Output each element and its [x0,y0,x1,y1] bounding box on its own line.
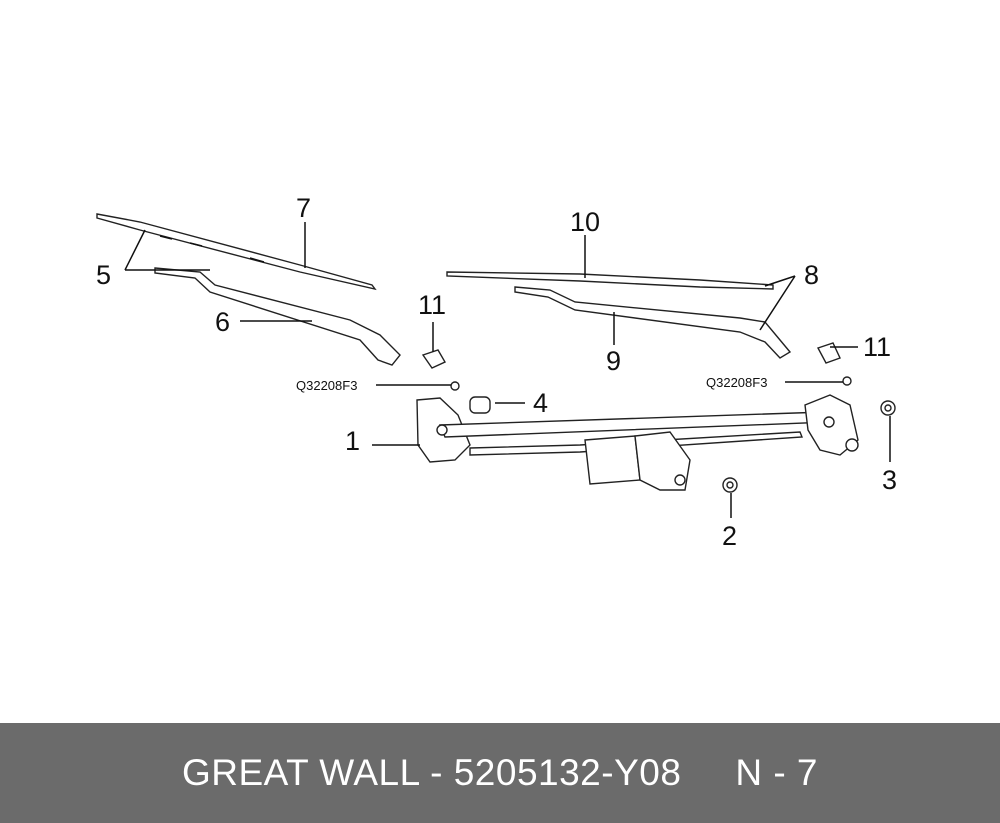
page-ref: N - 7 [735,752,819,793]
callout-3: 3 [882,465,897,495]
wiper-assembly-diagram: 7 5 6 11 Q32208F3 4 1 10 8 9 11 Q32208F3… [96,193,897,551]
part-number: 5205132-Y08 [453,752,682,793]
nut-left [450,381,460,391]
cap-left [421,349,446,369]
footer-banner: GREAT WALL - 5205132-Y08 N - 7 [0,723,1000,823]
callout-8: 8 [804,260,819,290]
left-wiper-arm [154,267,401,366]
leader-lines [124,222,891,518]
callout-7: 7 [296,193,311,223]
right-wiper-blade [446,271,774,290]
code-label-left: Q32208F3 [296,378,357,393]
cap-right [816,342,841,364]
callout-6: 6 [215,307,230,337]
separator: - [419,752,454,793]
callout-4: 4 [533,388,548,418]
callout-10: 10 [570,207,600,237]
footer-text: GREAT WALL - 5205132-Y08 N - 7 [182,752,818,794]
brand: GREAT WALL [181,752,420,793]
callout-9: 9 [606,346,621,376]
callout-2: 2 [722,521,737,551]
callout-1: 1 [345,426,360,456]
callout-5: 5 [96,260,111,290]
left-wiper-blade [96,213,377,291]
callout-11-left: 11 [418,290,446,320]
nut-right [842,376,852,386]
grommet [469,396,491,414]
wiper-linkage [416,394,859,491]
code-label-right: Q32208F3 [706,375,767,390]
right-wiper-arm [514,286,792,359]
callout-11-right: 11 [863,332,891,362]
